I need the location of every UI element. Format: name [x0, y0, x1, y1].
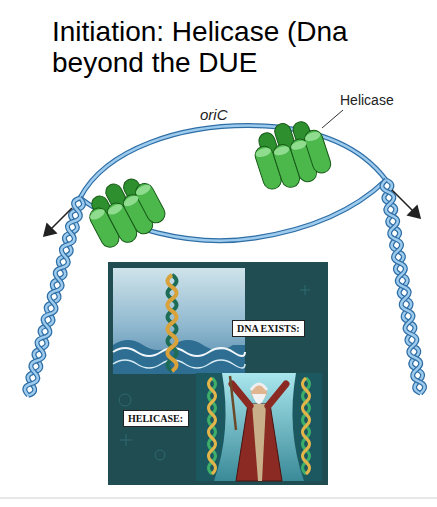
helicase-top [106, 202, 124, 217]
dna-strand [209, 378, 216, 474]
dna-strand [23, 197, 84, 397]
sea-waves [113, 340, 245, 374]
dna-strand [168, 275, 177, 371]
dna-strand [23, 197, 84, 397]
direction-arrow [392, 190, 414, 212]
beard [252, 394, 266, 404]
origin-label: oriC [200, 106, 228, 123]
dna-strand [168, 275, 177, 371]
panel-pattern [120, 434, 132, 446]
dna-duplex [209, 378, 216, 474]
slide-title: Initiation: Helicase (Dna beyond the DUE [52, 16, 434, 78]
helicase-top [122, 194, 140, 209]
dna-strand [303, 378, 310, 474]
dna-strand [209, 378, 216, 474]
dna-duplex [303, 378, 310, 474]
staff [230, 376, 236, 430]
hair [251, 384, 267, 390]
helicase-subunit [302, 128, 333, 175]
dna-duplex [381, 179, 425, 394]
panel-pattern [155, 450, 165, 460]
meme-caption-box: HELICASE: [123, 410, 189, 427]
direction-arrow [50, 208, 72, 230]
meme-panel [108, 262, 328, 485]
helicase-top [88, 207, 106, 222]
water-wall [196, 373, 226, 481]
dna-strand [381, 179, 425, 394]
tunic [252, 404, 266, 481]
dna-duplex [168, 275, 177, 371]
arrow-head [408, 206, 420, 218]
helicase-top [290, 139, 308, 152]
caption-text: HELICASE: [128, 413, 184, 425]
helicase-hexamer [80, 168, 170, 254]
water-wall [292, 373, 322, 481]
parting-picture [196, 373, 322, 481]
wave-foam [113, 360, 245, 368]
helicase-top [273, 144, 291, 157]
helicase-top [304, 130, 322, 143]
meme-caption-box: DNA EXISTS: [232, 320, 305, 337]
helicase-subunit [133, 180, 169, 226]
dna-strand [23, 197, 84, 397]
page-rule [0, 498, 437, 499]
leader-line [322, 110, 343, 128]
wave-foam [113, 348, 245, 356]
arm [268, 384, 286, 406]
dna-duplex [23, 197, 84, 397]
dna-strand [23, 197, 84, 397]
helicase-top [134, 183, 152, 198]
arm [232, 384, 250, 406]
dna-strand [381, 179, 425, 394]
helicase-top [254, 146, 272, 159]
moses-figure [230, 376, 286, 481]
dna-strand [381, 179, 425, 394]
part-label: Helicase [340, 92, 394, 108]
sea-picture [113, 268, 245, 374]
arrow-head [44, 224, 56, 236]
panel-pattern [300, 285, 310, 295]
dna-strand [303, 378, 310, 474]
robe [236, 404, 282, 481]
helicase-hexamer [248, 113, 334, 195]
panel-pattern [119, 394, 131, 406]
dna-strand [381, 179, 425, 394]
caption-text: DNA EXISTS: [237, 323, 300, 335]
